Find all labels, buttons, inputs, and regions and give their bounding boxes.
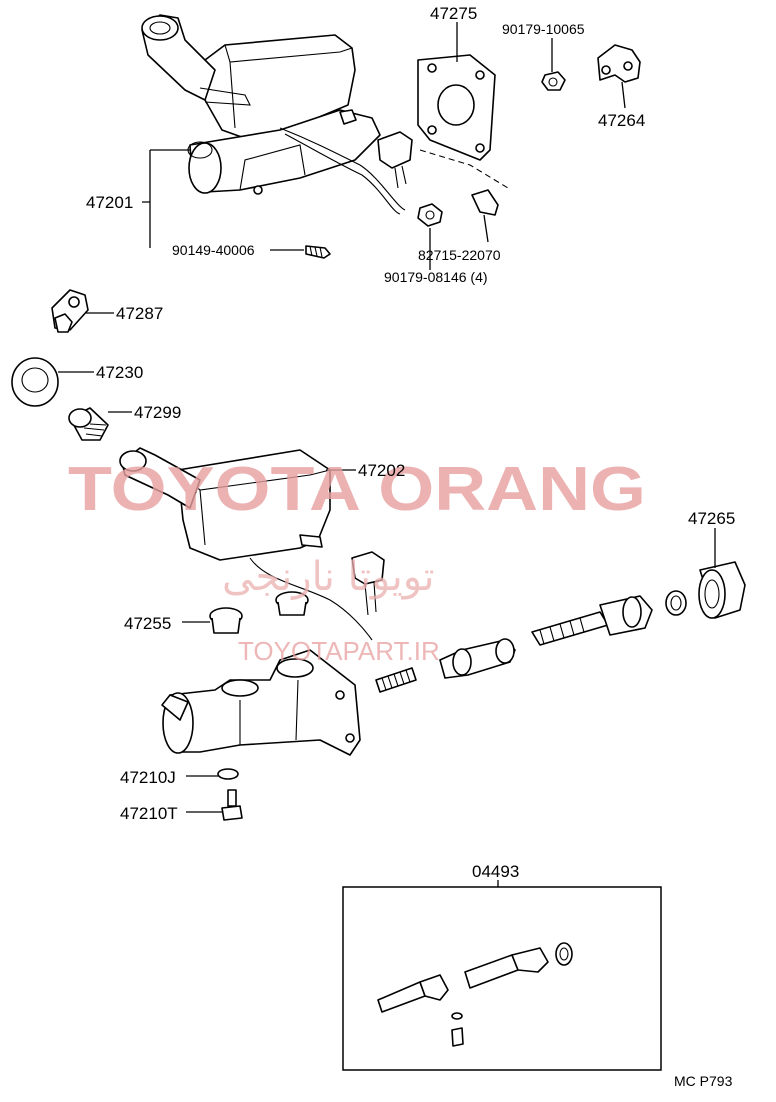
reservoir-47202	[119, 447, 385, 641]
nut-90179-08146	[417, 203, 443, 227]
reservoir-assembly-top	[141, 14, 413, 215]
piston-assembly	[375, 590, 687, 693]
gasket-47275	[417, 54, 509, 189]
label-47202: 47202	[358, 461, 405, 480]
repair-kit-04493	[342, 886, 662, 1071]
label-82715-22070: 82715-22070	[418, 247, 501, 263]
grommet-47255	[209, 591, 309, 634]
label-47287: 47287	[116, 304, 163, 323]
label-47201: 47201	[86, 193, 133, 212]
label-47265: 47265	[688, 509, 735, 528]
label-47255: 47255	[124, 614, 171, 633]
nut-90179-10065	[541, 71, 566, 91]
label-47299: 47299	[134, 403, 181, 422]
grommet-47230	[11, 357, 59, 407]
bracket-47264	[597, 44, 641, 83]
screw-90149-40006	[305, 245, 331, 259]
bleeder-47210T	[221, 789, 243, 821]
label-90179-10065: 90179-10065	[502, 21, 585, 37]
leader-lines	[58, 22, 716, 887]
watermark: TOYOTA ORANG تویوتا نارنجی TOYOTAPART.IR	[68, 455, 646, 666]
label-90179-08146: 90179-08146 (4)	[384, 269, 488, 285]
label-47210J: 47210J	[120, 768, 176, 787]
label-47275: 47275	[430, 4, 477, 23]
part-47287	[51, 289, 89, 333]
strainer-47299	[68, 407, 109, 441]
master-cylinder-body	[161, 649, 361, 756]
label-47210T: 47210T	[120, 804, 178, 823]
boot-47265	[698, 561, 746, 619]
clip-82715-22070	[471, 189, 499, 216]
label-90149-40006: 90149-40006	[172, 242, 255, 258]
diagram-reference: MC P793	[674, 1073, 733, 1089]
part-labels: 47275 90179-10065 47264 47201 90149-4000…	[86, 4, 735, 1089]
watermark-line2: تویوتا نارنجی	[222, 554, 435, 600]
watermark-line1: TOYOTA ORANG	[68, 455, 646, 524]
label-47230: 47230	[96, 363, 143, 382]
label-47264: 47264	[598, 111, 645, 130]
watermark-line3: TOYOTAPART.IR	[238, 636, 440, 666]
label-04493: 04493	[472, 862, 519, 881]
washer-47210J	[217, 768, 239, 780]
